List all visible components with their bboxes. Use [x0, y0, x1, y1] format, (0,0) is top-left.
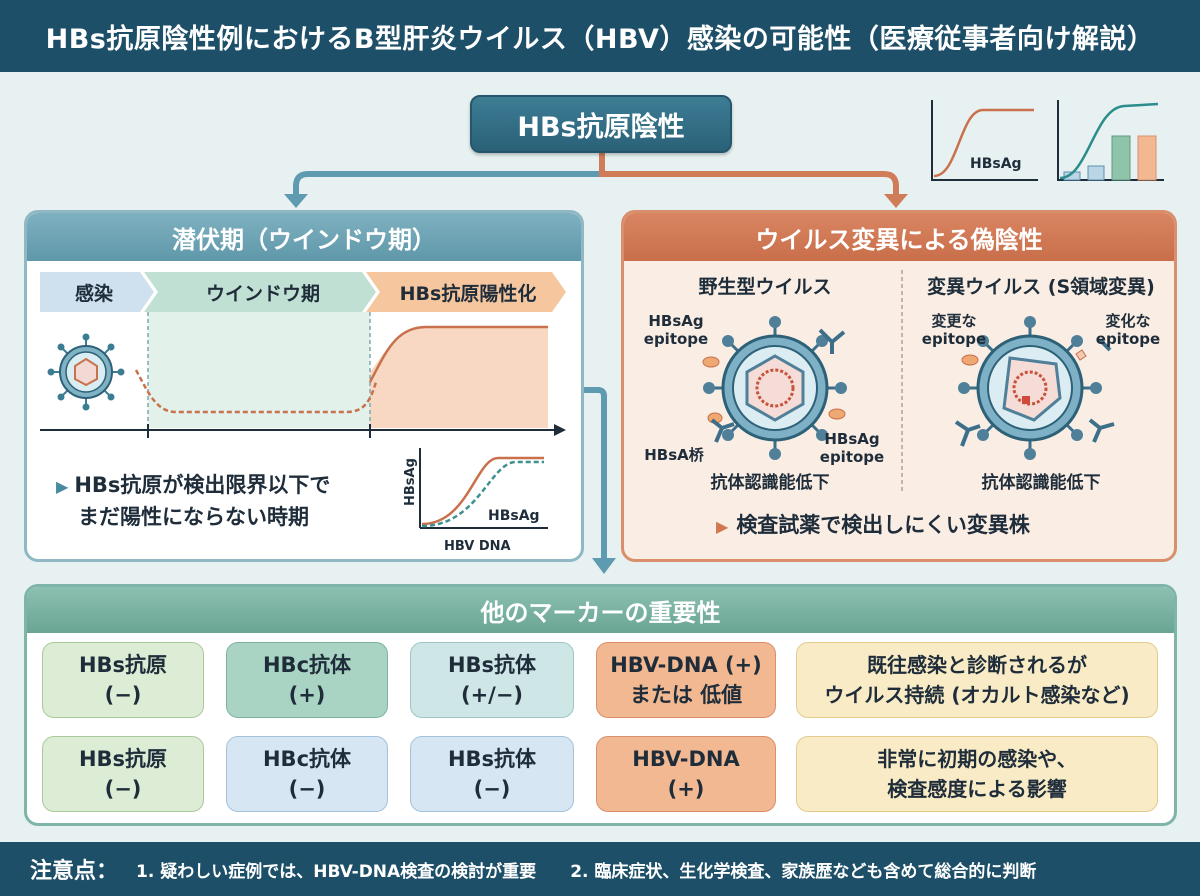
marker-r2-hbs-antibody: HBs抗体(−) [410, 736, 574, 812]
mutant-virus-diagram [954, 316, 1115, 460]
marker-r2-hbc-antibody: HBc抗体(−) [226, 736, 388, 812]
wild-antibody-label: HBsA桥 [644, 446, 704, 464]
inset-ylabel: HBsAg [403, 458, 418, 506]
hbs-antigen-negative-box: HBs抗原陰性 [470, 95, 732, 153]
marker-connector-arrow [584, 387, 616, 574]
phase-positive: HBs抗原陽性化 [399, 282, 537, 305]
page-title: HBs抗原陰性例におけるB型肝炎ウイルス（HBV）感染の可能性（医療従事者向け解… [0, 0, 1200, 72]
phase-infection: 感染 [74, 282, 113, 305]
wild-caption: 抗体認識能低下 [710, 473, 830, 493]
phase-arrows [40, 272, 566, 312]
marker-r2-interpretation: 非常に初期の感染や、検査感度による影響 [796, 736, 1158, 812]
marker-r1-hbc-antibody: HBc抗体(+) [226, 642, 388, 718]
mutant-title: 変異ウイルス (S領域変異) [927, 276, 1155, 298]
mini-hbsag-curve-chart: HBsAg [931, 100, 1038, 181]
marker-r1-hbs-antigen: HBs抗原(−) [42, 642, 204, 718]
footer-note-1: 1. 疑わしい症例では、HBV-DNA検査の検討が重要 [136, 861, 537, 882]
inset-series-label: HBsAg [488, 508, 540, 524]
mini-bar-2 [1087, 165, 1105, 181]
virus-icon [47, 333, 125, 411]
window-bullet-line1: HBs抗原が検出限界以下で [74, 473, 331, 497]
wild-type-title: 野生型ウイルス [698, 276, 832, 298]
inset-hbsag-dna-chart: HBsAg HBsAg HBV DNA [403, 448, 548, 554]
mini-bar-3 [1111, 135, 1131, 181]
other-markers-title: 他のマーカーの重要性 [27, 587, 1174, 633]
mutation-panel-title: ウイルス変異による偽陰性 [624, 213, 1174, 261]
bullet-triangle-icon: ▶ [716, 517, 729, 536]
footer-notes: 注意点： 1. 疑わしい症例では、HBV-DNA検査の検討が重要 2. 臨床症状… [0, 842, 1200, 896]
inset-xlabel: HBV DNA [444, 539, 511, 554]
mini-bar-4 [1137, 135, 1157, 181]
latent-period-title: 潜伏期（ウインドウ期） [27, 213, 581, 261]
mini-bar-chart [1057, 100, 1164, 181]
marker-r2-hbs-antigen: HBs抗原(−) [42, 736, 204, 812]
bullet-triangle-icon: ▶ [56, 477, 69, 496]
marker-r1-hbv-dna: HBV-DNA (+)または 低値 [596, 642, 776, 718]
wild-type-virus-diagram [702, 316, 847, 460]
mutation-bullet: ▶ 検査試薬で検出しにくい変異株 [716, 510, 1136, 542]
mini-chart-label: HBsAg [970, 156, 1022, 172]
marker-r1-interpretation: 既往感染と診断されるがウイルス持続 (オカルト感染など) [796, 642, 1158, 718]
top-connector-arrows [284, 153, 908, 208]
phase-window: ウインドウ期 [205, 282, 320, 305]
mutation-bullet-text: 検査試薬で検出しにくい変異株 [736, 513, 1030, 537]
panel-divider [901, 270, 903, 492]
footer-note-2: 2. 臨床症状、生化学検査、家族歴なども含めて総合的に判断 [570, 861, 1037, 882]
window-period-description: ▶ HBs抗原が検出限界以下で まだ陽性にならない時期 [56, 470, 396, 533]
window-bullet-line2: まだ陽性にならない時期 [78, 505, 309, 529]
mutant-caption: 抗体認識能低下 [981, 473, 1101, 493]
marker-r1-hbs-antibody: HBs抗体(+/−) [410, 642, 574, 718]
window-period-timeline [40, 312, 566, 438]
footer-lead: 注意点： [30, 859, 119, 884]
marker-r2-hbv-dna: HBV-DNA(+) [596, 736, 776, 812]
